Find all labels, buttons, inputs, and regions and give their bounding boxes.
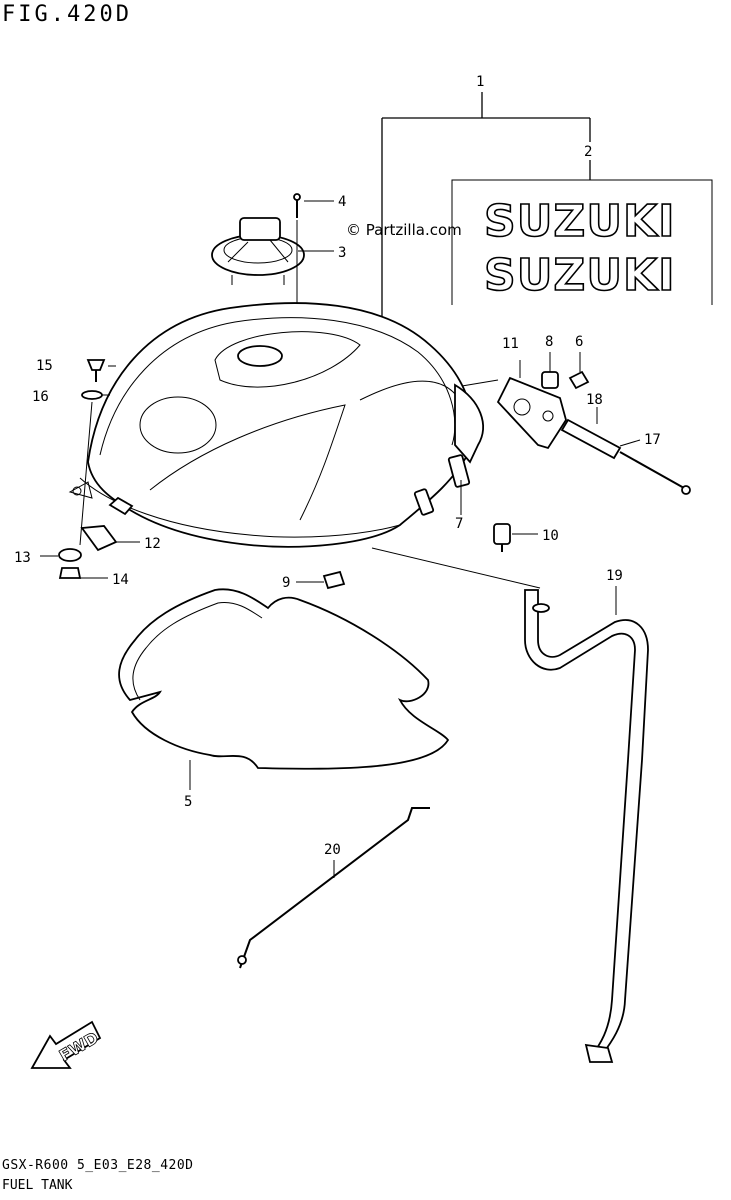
- callout-17: 17: [644, 432, 661, 448]
- drain-rod: [237, 807, 430, 969]
- callout-5: 5: [184, 794, 192, 810]
- emblem-text-bottom: SUZUKI: [484, 250, 676, 301]
- callout-9: 9: [282, 575, 290, 591]
- callout-12: 12: [144, 536, 161, 552]
- fuel-cap-assembly: [211, 193, 305, 350]
- callout-14: 14: [112, 572, 129, 588]
- figure-caption: FUEL TANK: [2, 1178, 73, 1193]
- collar-and-bolt: [560, 407, 691, 495]
- callout-13: 13: [14, 550, 31, 566]
- callout-15: 15: [36, 358, 53, 374]
- fwd-arrow: FWD: [30, 1020, 102, 1069]
- bracket-1-2: [381, 92, 591, 318]
- leader-lines: [298, 200, 641, 515]
- bracket-assembly: [461, 352, 590, 450]
- fuel-filter: [493, 523, 538, 552]
- watermark: © Partzilla.com: [346, 221, 462, 239]
- fuel-hose: [371, 547, 649, 1063]
- callout-4: 4: [338, 194, 346, 210]
- callout-18: 18: [586, 392, 603, 408]
- callout-7: 7: [455, 516, 463, 532]
- left-fasteners: [79, 359, 116, 546]
- fuel-tank-body: [68, 302, 484, 548]
- callout-8: 8: [545, 334, 553, 350]
- callout-3: 3: [338, 245, 346, 261]
- clamp: [296, 570, 346, 590]
- callout-11: 11: [502, 336, 519, 352]
- callout-2: 2: [584, 144, 592, 160]
- callout-1: 1: [476, 74, 484, 90]
- figure-title: FIG.420D: [2, 2, 132, 27]
- callout-10: 10: [542, 528, 559, 544]
- callout-16: 16: [32, 389, 49, 405]
- emblem-text-top: SUZUKI: [484, 196, 676, 247]
- lower-left-mounts: [40, 525, 140, 579]
- tank-cushion: [118, 588, 450, 790]
- callout-19: 19: [606, 568, 623, 584]
- callout-6: 6: [575, 334, 583, 350]
- emblem-decal: SUZUKI SUZUKI: [451, 179, 713, 305]
- model-code: GSX-R600 5_E03_E28_420D: [2, 1158, 194, 1173]
- callout-20: 20: [324, 842, 341, 858]
